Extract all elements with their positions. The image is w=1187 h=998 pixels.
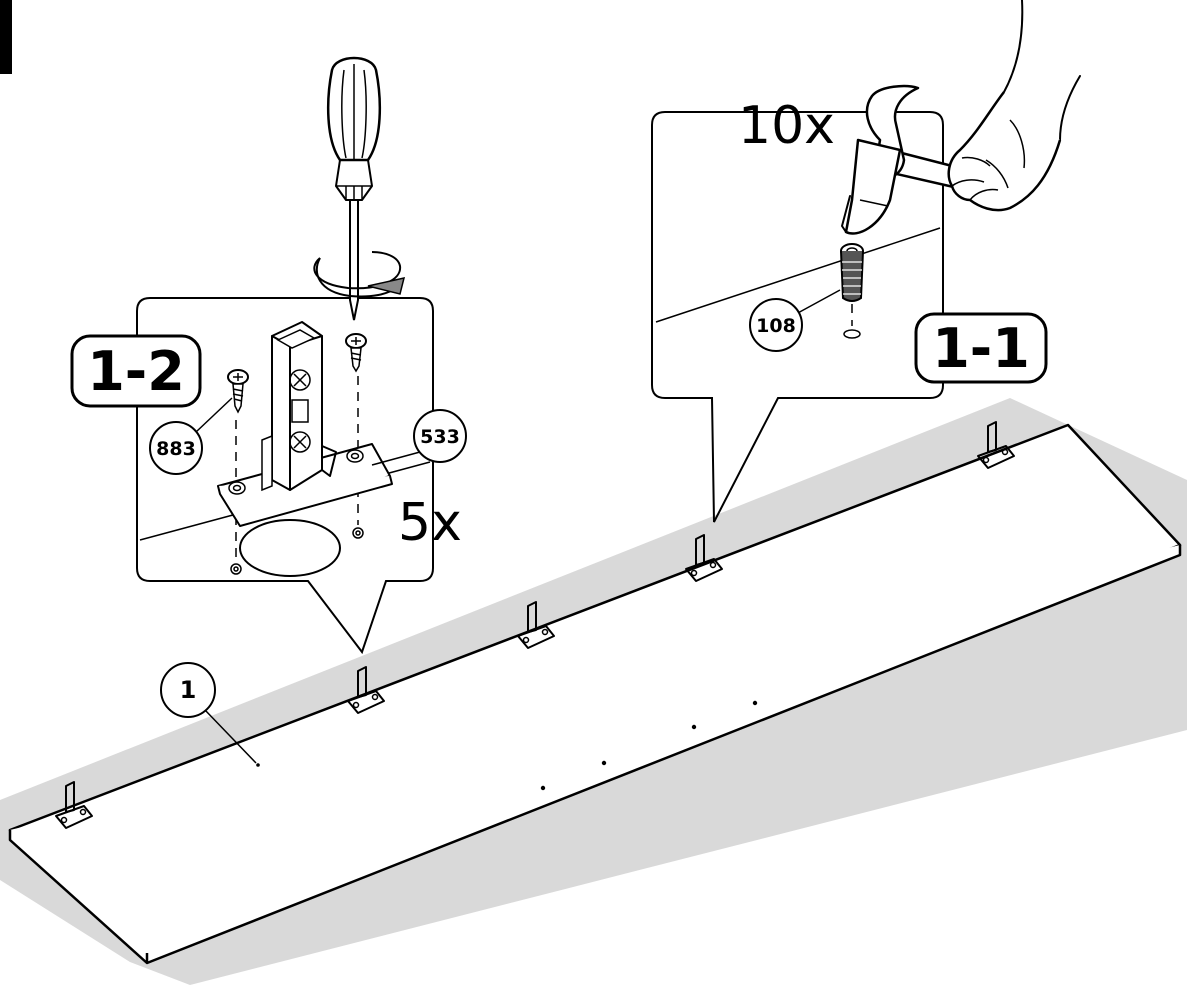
screw-icon — [345, 333, 367, 373]
hammer-icon — [841, 84, 962, 235]
step-badge-1-2: 1-2 — [70, 334, 202, 408]
hand-icon — [947, 0, 1081, 212]
hinge-quantity: 5x — [398, 493, 462, 553]
hinge-icon — [55, 781, 93, 829]
part-number-hinge-plate: 533 — [420, 426, 460, 448]
step-number-1-1: 1-1 — [932, 317, 1030, 380]
hinge-icon — [347, 666, 385, 714]
hinge-icon — [685, 534, 723, 582]
part-number-screw: 883 — [156, 438, 196, 460]
rotation-arrow-icon — [367, 277, 406, 295]
dowel-icon — [840, 243, 864, 339]
part-label-panel: 1 — [160, 662, 257, 764]
dowel-quantity: 10x — [738, 96, 835, 156]
detail-callout-dowel: 108 10x — [651, 96, 944, 523]
screw-icon — [227, 369, 249, 414]
step-badge-1-1: 1-1 — [914, 312, 1048, 384]
part-number-panel: 1 — [180, 676, 197, 704]
hinge-icon — [517, 601, 555, 649]
detail-callout-hinge: 883 533 5x — [136, 297, 467, 655]
page-edge-tab — [0, 0, 12, 74]
part-number-dowel: 108 — [756, 315, 796, 337]
hinge-icon — [977, 421, 1015, 469]
screwdriver-icon — [313, 56, 406, 321]
step-number-1-2: 1-2 — [87, 340, 185, 403]
